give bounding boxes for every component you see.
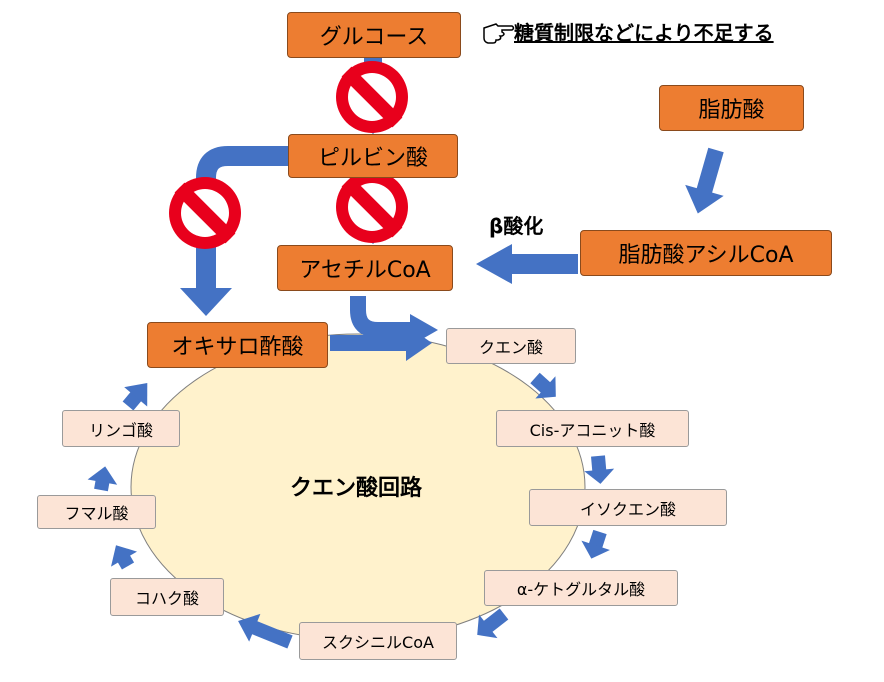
pointing-hand-icon bbox=[483, 23, 515, 44]
arrow-fumarate-malate bbox=[87, 466, 118, 492]
beta-oxidation-label: β酸化 bbox=[489, 214, 544, 238]
alpha-ketoglutarate-box: α-ケトグルタル酸 bbox=[484, 570, 678, 606]
prohibit-icon bbox=[169, 177, 241, 249]
citrate-box: クエン酸 bbox=[446, 328, 576, 364]
arrow-beta-oxidation bbox=[476, 244, 578, 284]
glucose-box: グルコース bbox=[287, 12, 461, 58]
succinyl-coa-box: スクシニルCoA bbox=[299, 622, 457, 660]
succinate-box: コハク酸 bbox=[110, 578, 224, 616]
cis-aconitate-box: Cis-アコニット酸 bbox=[496, 410, 689, 447]
arrow-citrate-cisaconitate bbox=[530, 372, 556, 399]
arrow-succinylcoa-succinate bbox=[238, 613, 293, 649]
arrow-cisaconitate-isocitrate bbox=[584, 455, 615, 484]
shortage-note: 糖質制限などにより不足する bbox=[514, 21, 774, 45]
cycle-title: クエン酸回路 bbox=[290, 476, 423, 501]
acetyl-coa-box: アセチルCoA bbox=[277, 245, 453, 291]
fatty-acid-box: 脂肪酸 bbox=[659, 85, 804, 131]
arrow-alphakg-succinylcoa bbox=[477, 608, 509, 639]
prohibit-icon bbox=[336, 171, 408, 243]
arrow-isocitrate-alphakg bbox=[581, 529, 610, 559]
oxaloacetate-box: オキサロ酢酸 bbox=[147, 322, 328, 368]
prohibit-icon bbox=[336, 61, 408, 133]
malate-box: リンゴ酸 bbox=[62, 410, 180, 447]
arrow-oxaloacetate-citrate bbox=[330, 325, 432, 361]
pyruvate-box: ピルビン酸 bbox=[288, 134, 458, 178]
isocitrate-box: イソクエン酸 bbox=[529, 489, 727, 526]
fumarate-box: フマル酸 bbox=[37, 495, 156, 529]
arrow-fattyacid-acylcoa bbox=[685, 147, 724, 214]
arrow-succinate-fumarate bbox=[111, 545, 137, 570]
acyl-coa-box: 脂肪酸アシルCoA bbox=[580, 230, 832, 276]
arrow-malate-oxaloacetate bbox=[122, 383, 148, 411]
